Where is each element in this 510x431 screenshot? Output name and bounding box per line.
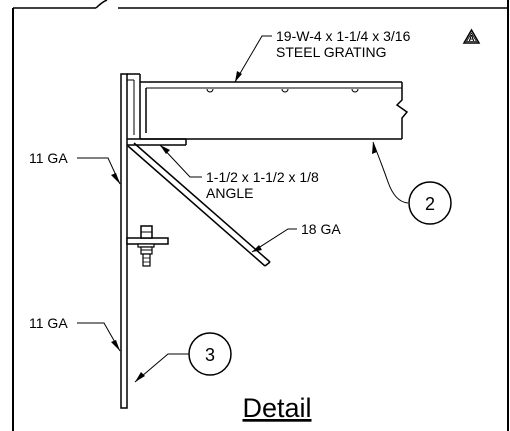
diagonal-brace xyxy=(127,142,271,267)
bolt-assembly xyxy=(126,225,169,267)
bubble-2-number: 2 xyxy=(425,194,435,214)
drawing-border xyxy=(12,0,509,431)
revision-triangle-icon: A xyxy=(462,28,481,44)
bubble-3-number: 3 xyxy=(205,345,215,365)
detail-title: Detail xyxy=(242,393,311,423)
callout-steel-grating: 19-W-4 x 1-1/4 x 3/16 STEEL GRATING A xyxy=(234,28,481,83)
upper-gauge-label: 11 GA xyxy=(29,150,68,166)
angle-material-label: ANGLE xyxy=(206,185,253,201)
callout-angle: 1-1/2 x 1-1/2 x 1/8 ANGLE xyxy=(159,144,319,201)
lower-gauge-label: 11 GA xyxy=(29,315,68,331)
callout-brace-gauge: 18 GA xyxy=(251,221,341,253)
detail-bubble-2: 2 xyxy=(372,141,452,225)
grating-spec-label: 19-W-4 x 1-1/4 x 3/16 xyxy=(276,28,411,44)
steel-grating xyxy=(140,81,409,140)
callout-lower-gauge: 11 GA xyxy=(29,315,121,352)
grating-material-label: STEEL GRATING xyxy=(276,44,386,60)
angle-spec-label: 1-1/2 x 1-1/2 x 1/8 xyxy=(206,169,319,185)
detail-bubble-3: 3 xyxy=(134,332,232,383)
brace-gauge-label: 18 GA xyxy=(301,221,341,237)
callout-upper-gauge: 11 GA xyxy=(29,150,121,185)
revision-mark: A xyxy=(469,34,475,43)
